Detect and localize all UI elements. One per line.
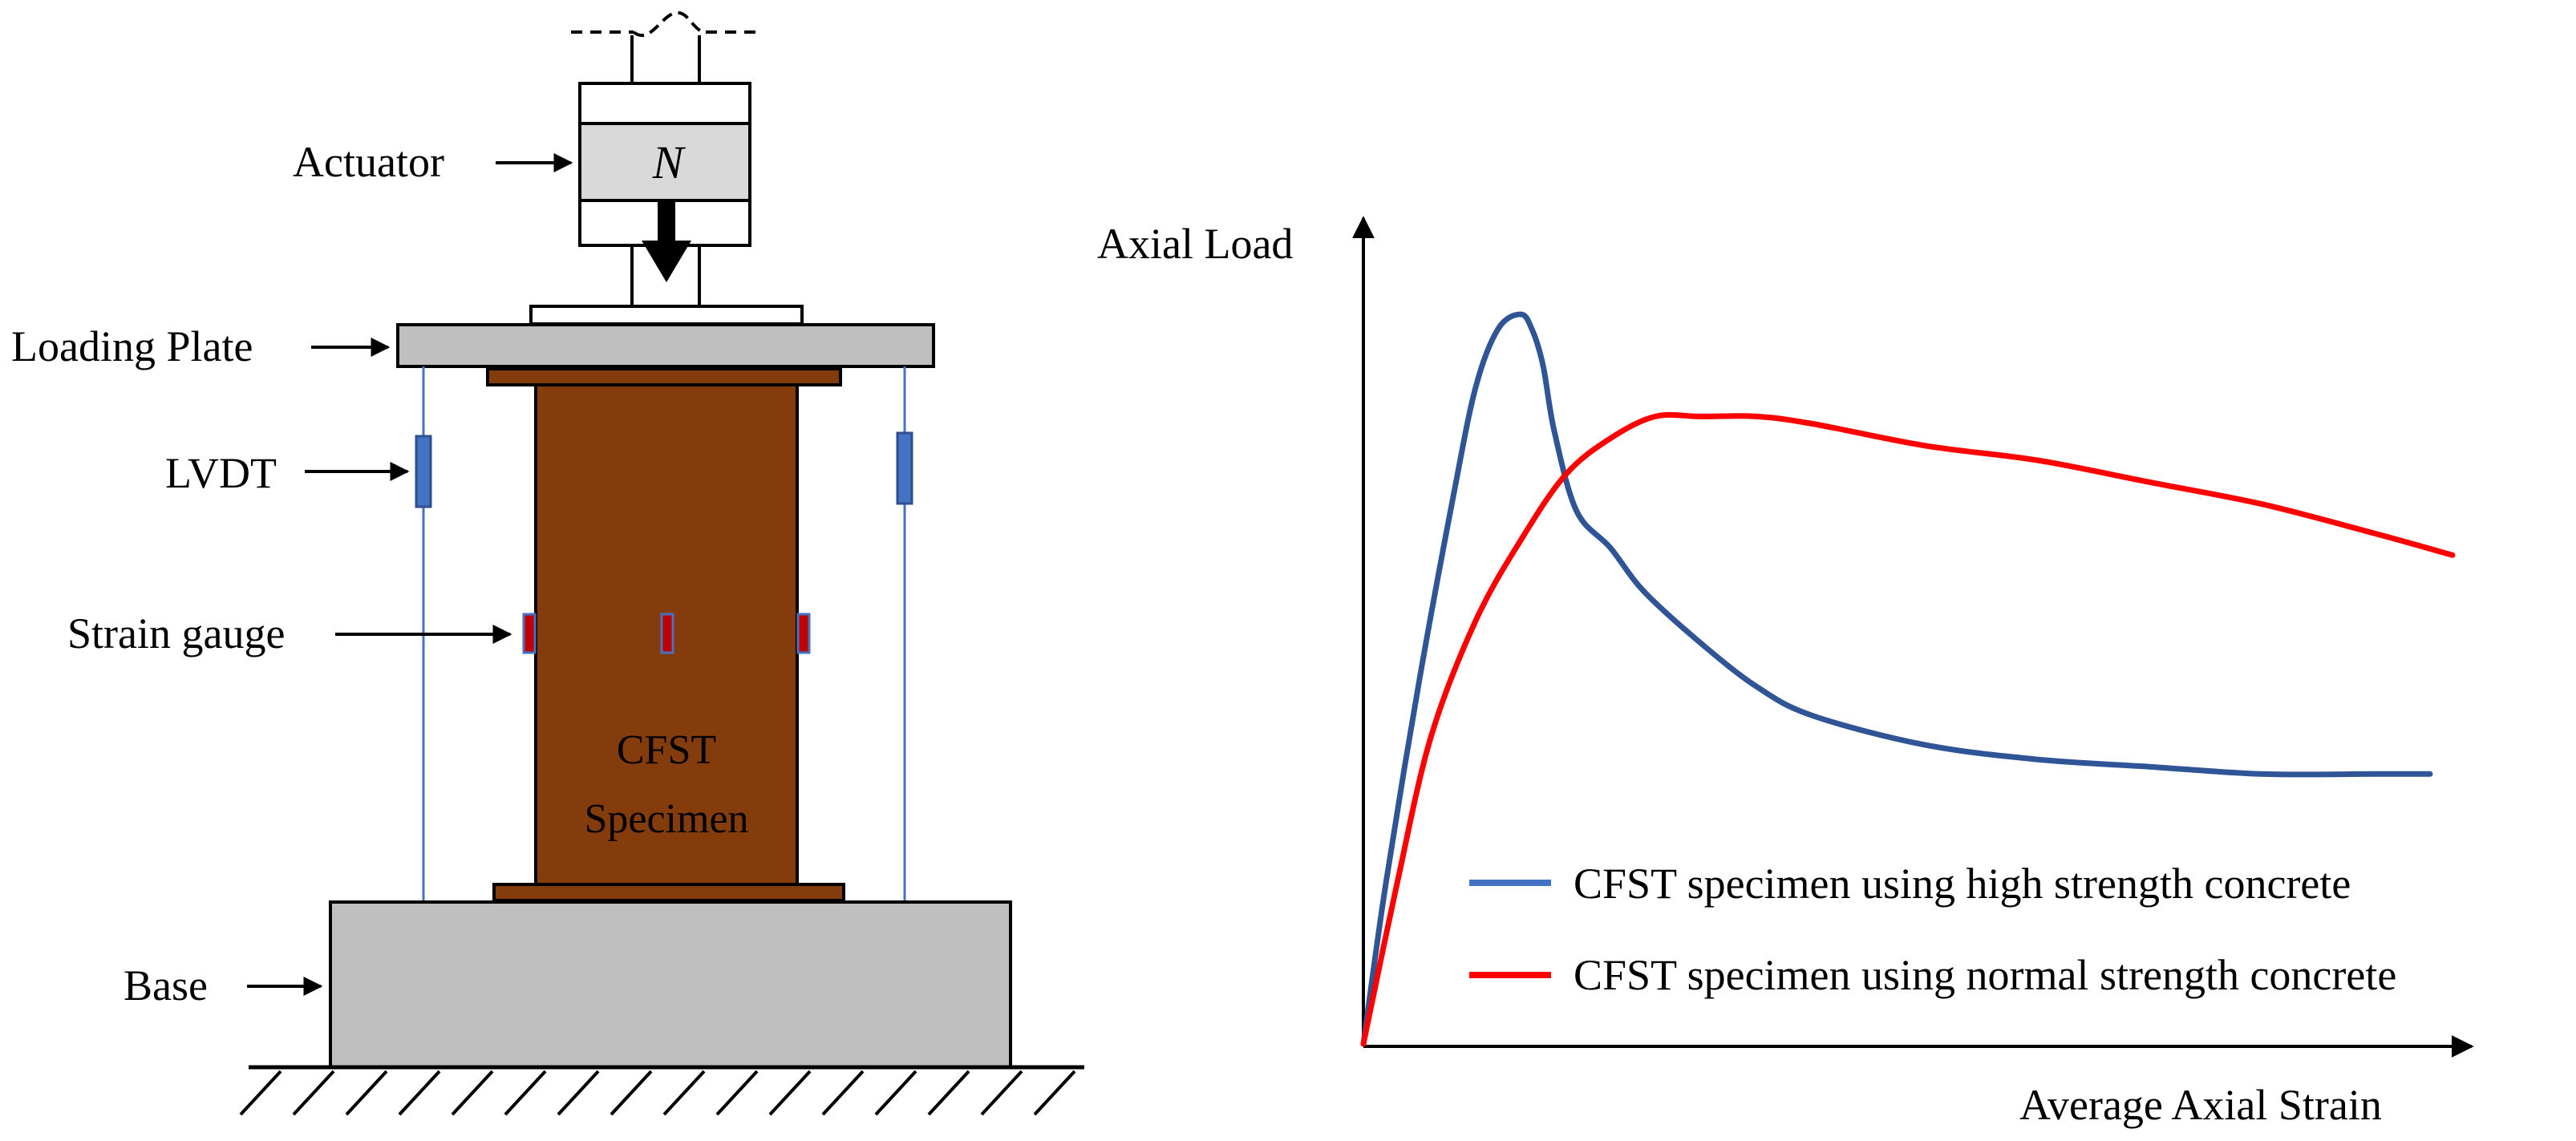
load-cell-plate — [529, 305, 804, 326]
strain-gauge-label: Strain gauge — [67, 609, 285, 657]
actuator-label: Actuator — [293, 138, 444, 186]
legend-label-high-strength: CFST specimen using high strength concre… — [1574, 860, 2351, 908]
loading-plate — [396, 323, 935, 368]
bottom-end-plate — [492, 883, 845, 902]
base-block — [329, 900, 1012, 1069]
lvdt-sensor-left — [415, 435, 432, 508]
ground-hatching — [239, 1065, 1084, 1116]
strain-gauge-center — [660, 613, 674, 654]
load-strain-chart: Axial Load Average Axial Strain CFST spe… — [1097, 216, 2474, 1129]
y-axis-label: Axial Load — [1097, 220, 1293, 268]
actuator-top-connector — [571, 10, 762, 84]
chart-legend: CFST specimen using high strength concre… — [1469, 860, 2396, 999]
series-line-high-strength — [1360, 311, 2433, 1047]
strain-gauge-left — [522, 613, 537, 654]
specimen-label-line2: Specimen — [584, 796, 748, 842]
actuator-rod — [630, 245, 701, 306]
strain-gauge-right — [796, 613, 811, 654]
top-end-plate — [486, 367, 842, 386]
x-axis-label: Average Axial Strain — [2019, 1081, 2382, 1129]
force-symbol: N — [652, 136, 687, 188]
lvdt-label: LVDT — [165, 449, 277, 497]
lvdt-sensor-right — [896, 431, 913, 505]
specimen-label-line1: CFST — [617, 727, 716, 773]
load-direction-arrow — [642, 202, 691, 282]
test-setup-diagram: N CFST Specimen — [11, 10, 1084, 1116]
legend-label-normal-strength: CFST specimen using normal strength conc… — [1574, 951, 2396, 999]
series-line-normal-strength — [1360, 411, 2456, 1047]
base-label: Base — [124, 961, 208, 1010]
loading-plate-label: Loading Plate — [11, 322, 253, 370]
